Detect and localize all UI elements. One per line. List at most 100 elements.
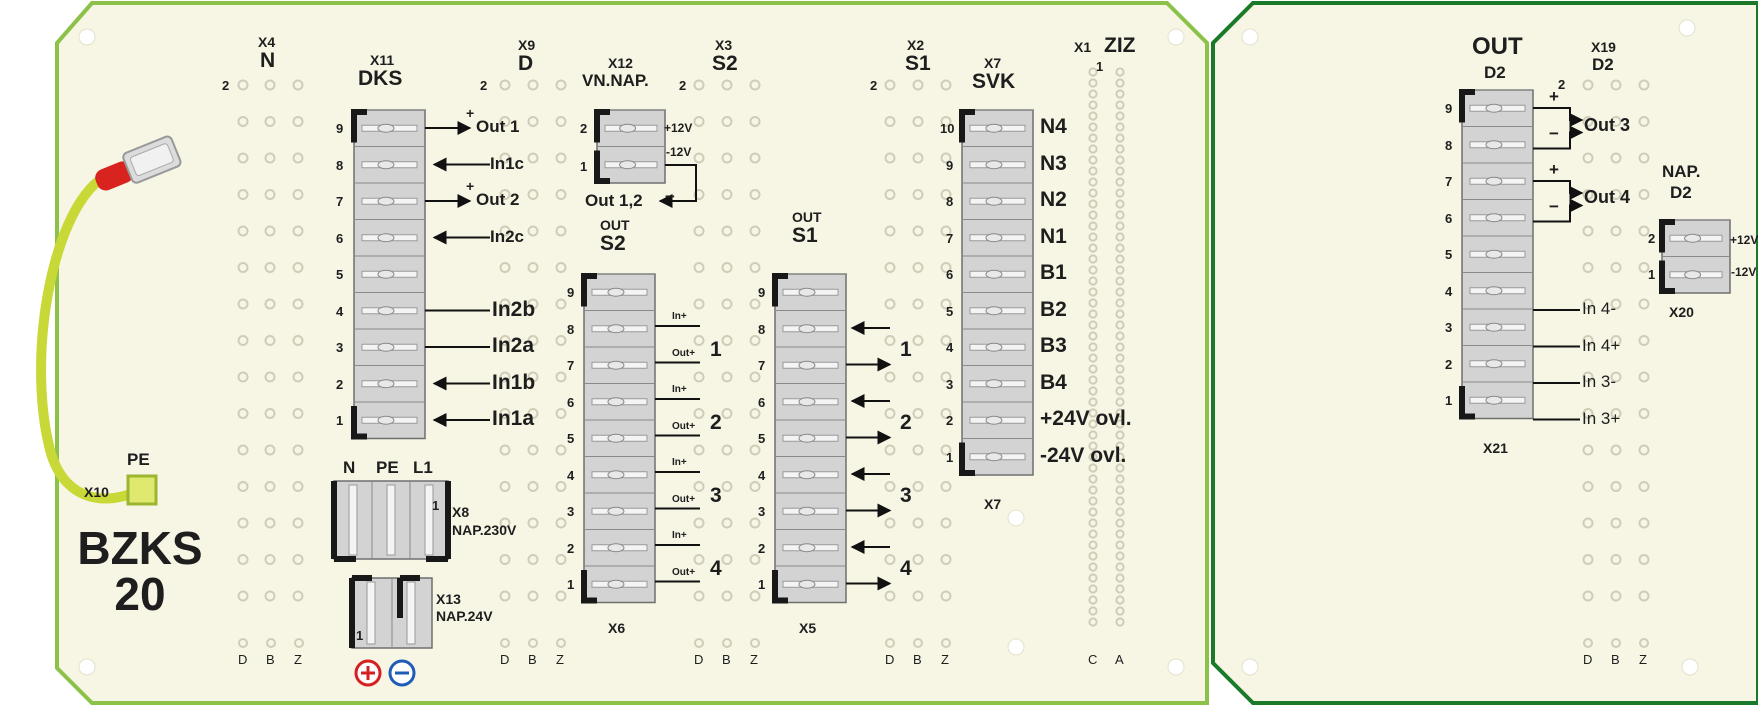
pin-hole (499, 517, 511, 529)
pin-hole (693, 554, 705, 565)
pin-hole (1610, 517, 1622, 529)
pin-hole (884, 408, 896, 419)
column-letter-d: D (238, 652, 248, 667)
pe-wire (36, 170, 145, 504)
x5-pin-5: 5 (758, 431, 766, 446)
pin-hole (499, 335, 511, 346)
pin-hole (527, 189, 539, 200)
ziz-hole (1115, 485, 1125, 495)
pin-hole (264, 590, 276, 602)
x11-label: X11 (370, 52, 395, 68)
x5-pin-2: 2 (758, 540, 766, 556)
x7-pin-6: 6 (946, 267, 954, 282)
pin-hole (555, 444, 567, 456)
ziz-hole (1115, 243, 1125, 253)
out-arrow (1533, 198, 1584, 223)
pin-hole (693, 262, 705, 273)
pin-hole (500, 638, 510, 648)
pin-hole (1582, 590, 1594, 602)
pin-hole (1610, 335, 1622, 346)
x5-name: S1 (792, 224, 818, 247)
pin-hole (912, 262, 924, 273)
x20-terminal-strip (1659, 219, 1731, 294)
pin-hole (749, 79, 761, 91)
x6-signal: In+ (672, 311, 687, 322)
x7-signal: B2 (1040, 297, 1067, 321)
column-letter-b: B (722, 652, 731, 667)
column-letter-b: B (1611, 652, 1620, 667)
pin-hole (527, 225, 539, 237)
pin-hole (749, 590, 761, 602)
pin-hole (1638, 116, 1650, 127)
x7-name: SVK (972, 70, 1016, 93)
pin-hole (884, 481, 896, 492)
x21-signal-out3: Out 3 (1584, 115, 1631, 135)
ziz-hole (1088, 254, 1098, 264)
pin-hole (749, 189, 761, 200)
pin-hole (555, 590, 567, 602)
pin-hole (1638, 152, 1650, 164)
ziz-hole (1115, 573, 1125, 583)
x6-group-2: 2 (710, 411, 722, 434)
nap-d2-bottom: X20 (1669, 304, 1694, 320)
x21-terminal-strip (1459, 89, 1534, 420)
pin-hole (555, 152, 567, 164)
pin-hole (1582, 116, 1594, 127)
x21-signal: In 3+ (1582, 408, 1621, 428)
ziz-hole (1115, 518, 1125, 528)
x11-pin-7: 7 (336, 194, 344, 209)
pin-hole (940, 554, 952, 565)
pin-hole (264, 481, 276, 492)
pin-hole (292, 152, 304, 164)
x11-pin-4: 4 (336, 303, 344, 319)
pin-hole (884, 262, 896, 273)
column-letter-d: D (500, 652, 510, 667)
x21-pin-7: 7 (1445, 174, 1453, 189)
ziz-hole (1088, 210, 1098, 220)
ziz-hole (1115, 67, 1125, 77)
pin-hole (499, 225, 511, 237)
x6-pin-9: 9 (567, 285, 575, 300)
x12-label: X12 (608, 55, 633, 71)
pin-hole (749, 152, 761, 164)
pin-hole (1610, 262, 1622, 273)
pin-hole (499, 298, 511, 310)
pin-hole (1582, 189, 1594, 200)
ziz-hole (1088, 144, 1098, 154)
pin-hole (749, 517, 761, 529)
pin-hole (264, 444, 276, 456)
x3-pin: 2 (679, 78, 687, 93)
column-letter-z: Z (941, 652, 949, 667)
ziz-hole (1088, 375, 1098, 385)
pin-hole (912, 116, 924, 127)
pin-hole (912, 371, 924, 383)
pin-hole (721, 517, 733, 529)
pin-hole (1610, 225, 1622, 237)
x11-signal: In1a (492, 407, 535, 430)
ziz-hole (1088, 100, 1098, 110)
pin-hole (527, 371, 539, 383)
ziz-hole (1088, 606, 1098, 616)
x6-group-3: 3 (710, 484, 722, 507)
ziz-hole (1115, 551, 1125, 561)
ziz-hole (1088, 419, 1098, 429)
x6-name: S2 (600, 232, 626, 255)
pin-hole (292, 408, 304, 419)
pin-hole (555, 481, 567, 492)
pin-hole (237, 590, 249, 602)
x7-signal: N4 (1040, 115, 1067, 138)
ziz-hole (1115, 606, 1125, 616)
out-arrow (1533, 125, 1584, 150)
pin-field-holes (237, 67, 1650, 648)
pin-hole (721, 408, 733, 419)
pin-hole (912, 79, 924, 91)
x11-signal: In2a (492, 334, 535, 357)
pin-hole (1610, 152, 1622, 164)
pin-hole (1582, 408, 1594, 419)
pin-hole (1638, 79, 1650, 91)
pin-hole (264, 189, 276, 200)
ziz-hole (1115, 496, 1125, 506)
pin-hole (1582, 517, 1594, 529)
x8-header-l1: L1 (413, 458, 433, 477)
x8-pin: 1 (432, 498, 440, 513)
